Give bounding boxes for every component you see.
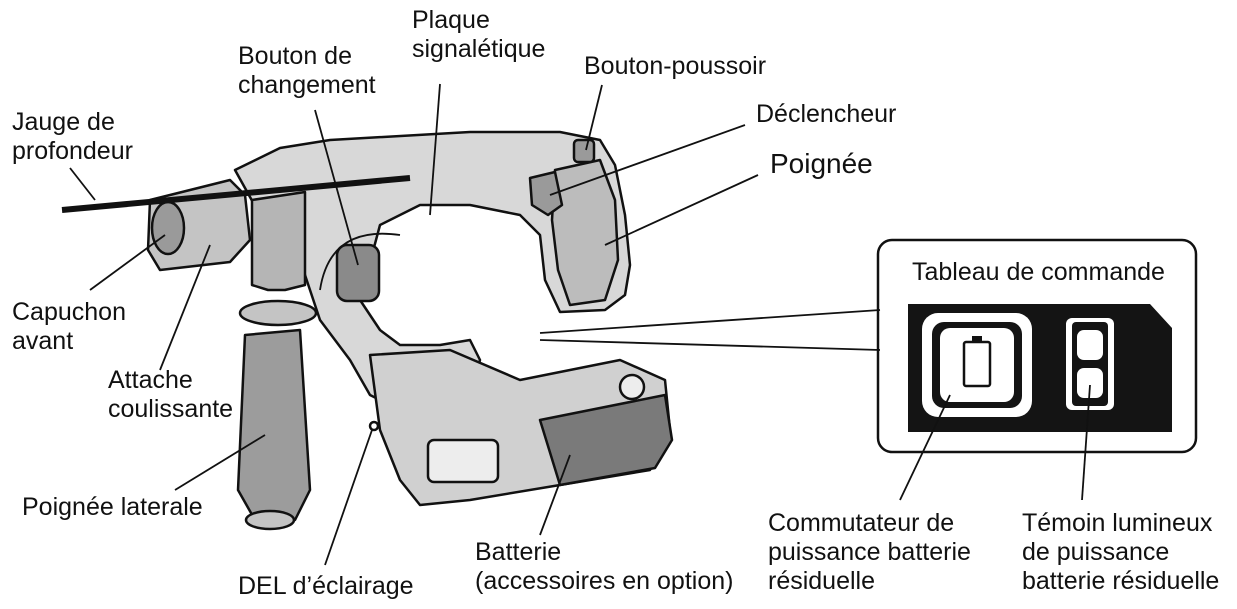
label-line: puissance batterie (768, 538, 971, 566)
leader-tableau-a (539, 309, 881, 334)
label-line: Attache (108, 366, 193, 394)
leader-poignee (604, 174, 759, 246)
leader-batterie (539, 454, 571, 536)
label-bouton-poussoir: Bouton-poussoir (584, 52, 766, 81)
label-line: batterie résiduelle (1022, 567, 1220, 595)
label-plaque-signaletique: Plaque signalétique (412, 6, 545, 64)
battery-vent (426, 438, 500, 484)
push-button (572, 138, 596, 164)
trigger (528, 170, 564, 217)
label-line: Poignée laterale (22, 493, 203, 521)
label-declencheur: Déclencheur (756, 100, 896, 129)
leader-capuchon (89, 234, 166, 291)
indicator-lamp-top (1077, 330, 1103, 360)
label-line: (accessoires en option) (475, 567, 734, 595)
leader-temoin (1081, 384, 1091, 501)
leader-commutateur (899, 394, 951, 501)
label-line: résiduelle (768, 567, 876, 595)
battery-pack (538, 393, 674, 487)
panel-button (618, 373, 646, 401)
front-cap (150, 200, 186, 256)
leader-lines (69, 83, 1091, 566)
leader-poignee-laterale (174, 434, 266, 491)
leader-tableau-b (539, 339, 881, 351)
power-switch-face (940, 328, 1014, 402)
side-handle-end (244, 509, 296, 531)
label-line: coulissante (108, 395, 234, 423)
label-line: profondeur (12, 137, 133, 165)
label-del-eclairage: DEL d’éclairage (238, 572, 414, 601)
label-tableau-commande: Tableau de commande (912, 258, 1165, 287)
label-line: avant (12, 327, 74, 355)
label-line: Capuchon (12, 298, 126, 326)
label-line: Déclencheur (756, 100, 897, 128)
label-line: Jauge de (12, 108, 115, 136)
label-line: de puissance (1022, 538, 1170, 566)
side-handle-collar (238, 299, 318, 327)
leader-del (324, 429, 373, 566)
battery-icon-tip (972, 336, 982, 342)
leader-attache (159, 244, 211, 371)
control-panel-inset (876, 238, 1198, 454)
side-handle-grip (236, 328, 312, 522)
leader-plaque (429, 83, 441, 216)
leader-declencheur (549, 124, 746, 196)
label-line: Commutateur de (768, 509, 955, 537)
indicator-lamp-bottom (1077, 368, 1103, 398)
leader-bouton-changement (314, 109, 359, 266)
label-line: Plaque (412, 6, 490, 34)
side-handle (250, 190, 307, 292)
depth-gauge-rod (61, 175, 411, 213)
leader-jauge (69, 167, 96, 201)
label-commutateur: Commutateur de puissance batterie résidu… (768, 509, 971, 596)
label-batterie: Batterie (accessoires en option) (475, 538, 733, 596)
dial-arc (319, 232, 401, 291)
label-temoin-lumineux: Témoin lumineux de puissance batterie ré… (1022, 509, 1219, 596)
label-line: signalétique (412, 35, 546, 63)
label-line: Tableau de commande (912, 258, 1165, 286)
label-line: DEL d’éclairage (238, 572, 414, 600)
label-attache-coulissante: Attache coulissante (108, 366, 233, 424)
label-line: Batterie (475, 538, 562, 566)
label-line: Témoin lumineux (1022, 509, 1213, 537)
label-line: changement (238, 71, 376, 99)
label-jauge-profondeur: Jauge de profondeur (12, 108, 133, 166)
label-line: Bouton de (238, 42, 352, 70)
label-line: Bouton-poussoir (584, 52, 767, 80)
mode-dial (335, 243, 381, 303)
label-line: Poignée (770, 148, 873, 179)
label-bouton-changement: Bouton de changement (238, 42, 376, 100)
label-poignee: Poignée (770, 148, 873, 180)
leader-bouton-poussoir (585, 84, 603, 151)
label-capuchon-avant: Capuchon avant (12, 298, 126, 356)
grip-panel (550, 158, 620, 307)
drill-illustration (61, 130, 674, 531)
label-poignee-laterale: Poignée laterale (22, 493, 203, 522)
led-lamp (368, 420, 380, 432)
